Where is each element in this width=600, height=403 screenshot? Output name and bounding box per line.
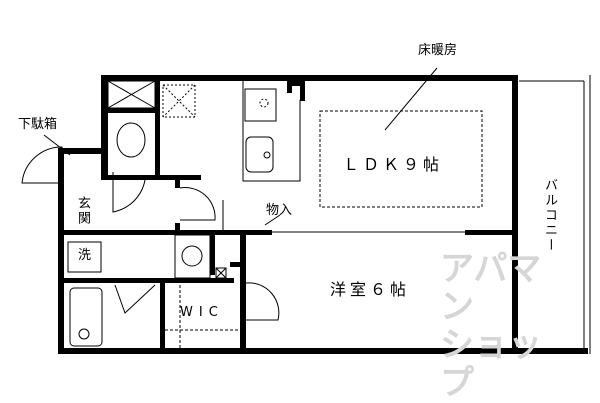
entrance-label: 玄関 [75, 196, 90, 226]
fixtures [21, 67, 591, 354]
watermark-logo: アパマン ショップ [440, 250, 570, 402]
watermark-line2: ショップ [440, 325, 542, 403]
ldk-label: ＬＤＫ９帖 [343, 155, 444, 174]
balcony-label: バルコニー [542, 178, 557, 253]
wic-label: WIC [180, 305, 224, 320]
watermark-line1: アパマン [440, 249, 542, 327]
western-room-label: 洋室６帖 [330, 280, 411, 299]
storage-label: 物入 [266, 203, 293, 218]
shoe-box-label: 下駄箱 [18, 117, 58, 132]
floor-heating-label: 床暖房 [418, 43, 458, 58]
washer-label: 洗 [78, 248, 92, 263]
